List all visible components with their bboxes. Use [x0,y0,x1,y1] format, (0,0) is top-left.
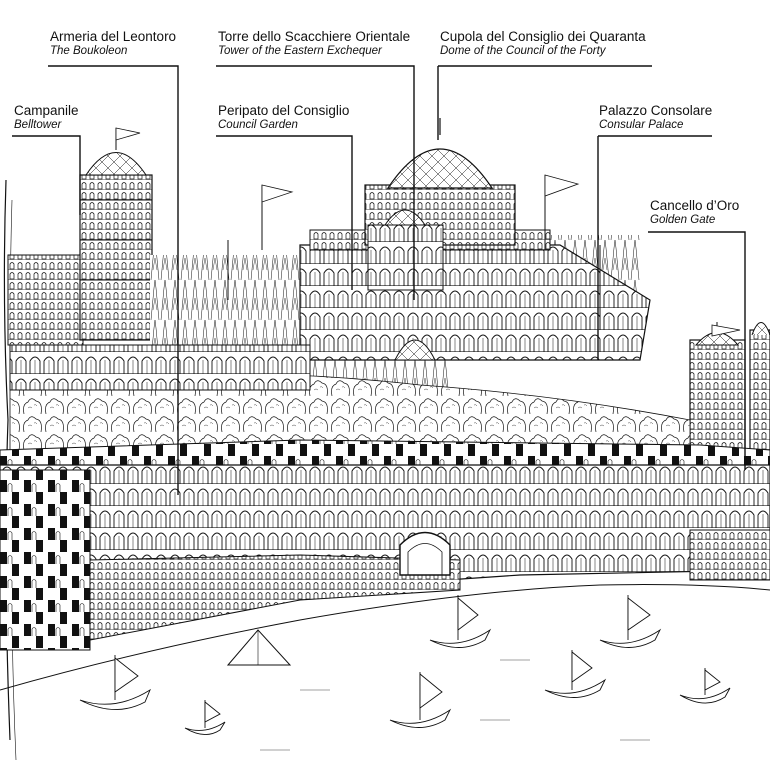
label-cupola-subtitle: Dome of the Council of the Forty [440,44,606,57]
label-armeria: Armeria del Leontoro The Boukoleon [50,29,176,58]
leader-torre [216,65,415,300]
label-armeria-subtitle: The Boukoleon [50,44,128,57]
label-torre-subtitle: Tower of the Eastern Exchequer [218,44,382,57]
label-armeria-title: Armeria del Leontoro [50,29,177,44]
label-palazzo-title: Palazzo Consolare [599,103,713,118]
label-torre-title: Torre dello Scacchiere Orientale [218,29,411,44]
label-palazzo-subtitle: Consular Palace [599,118,684,131]
label-palazzo: Palazzo Consolare Consular Palace [599,103,712,132]
label-cupola-title: Cupola del Consiglio dei Quaranta [440,29,646,44]
leader-cancello [648,231,746,470]
label-campanile-subtitle: Belltower [14,118,62,131]
label-campanile: Campanile Belltower [14,103,79,132]
leader-armeria [48,65,179,495]
label-torre: Torre dello Scacchiere Orientale Tower o… [218,29,410,58]
label-cupola: Cupola del Consiglio dei Quaranta Dome o… [440,29,646,58]
label-peripato-subtitle: Council Garden [218,118,298,131]
label-cancello-title: Cancello d’Oro [650,198,740,213]
label-campanile-title: Campanile [14,103,79,118]
label-peripato-title: Peripato del Consiglio [218,103,350,118]
label-cancello: Cancello d’Oro Golden Gate [650,198,739,227]
label-peripato: Peripato del Consiglio Council Garden [218,103,349,132]
leader-campanile [12,135,81,215]
label-cancello-subtitle: Golden Gate [650,213,716,226]
leader-peripato [216,135,353,290]
